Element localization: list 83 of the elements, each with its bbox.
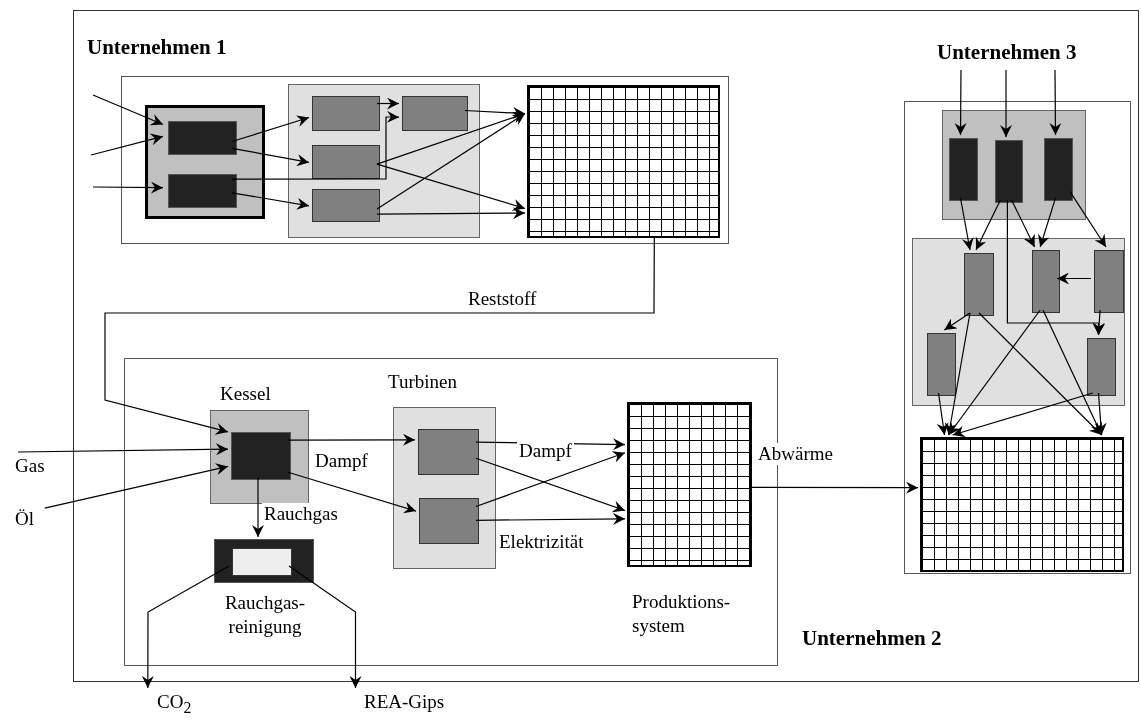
arrow bbox=[944, 312, 971, 436]
arrow bbox=[376, 97, 400, 110]
grid-box bbox=[920, 437, 1124, 572]
arrow bbox=[959, 197, 974, 251]
arrow bbox=[376, 111, 526, 165]
process-box bbox=[1032, 250, 1060, 313]
arrow bbox=[475, 457, 626, 513]
company-title: Unternehmen 2 bbox=[802, 626, 942, 650]
process-box bbox=[995, 140, 1023, 203]
arrow bbox=[90, 133, 164, 156]
container-box bbox=[145, 105, 265, 219]
arrow bbox=[943, 312, 971, 331]
edge-label: Rauchgas bbox=[262, 503, 340, 525]
process-box bbox=[168, 174, 237, 208]
arrow bbox=[1006, 199, 1105, 336]
edge-label: Dampf bbox=[313, 450, 370, 472]
flow-label: CO$_{2}$ bbox=[157, 690, 192, 718]
arrow bbox=[936, 392, 949, 436]
grid-box bbox=[527, 85, 720, 238]
arrow bbox=[1000, 69, 1012, 138]
arrow bbox=[1042, 309, 1103, 436]
company-title: Unternehmen 1 bbox=[87, 35, 227, 59]
arrow bbox=[104, 235, 655, 435]
container-box bbox=[942, 110, 1086, 220]
arrow bbox=[954, 69, 967, 136]
process-box bbox=[1094, 250, 1124, 313]
process-box bbox=[418, 429, 479, 475]
arrow bbox=[287, 433, 416, 446]
node-label: Rauchgas- reinigung bbox=[223, 591, 307, 639]
edge-label: Abwärme bbox=[756, 443, 835, 465]
arrow bbox=[948, 309, 1041, 436]
arrow bbox=[975, 199, 1001, 251]
process-box bbox=[419, 498, 479, 544]
arrow bbox=[231, 147, 310, 167]
process-box bbox=[231, 432, 291, 480]
process-box bbox=[168, 121, 237, 155]
arrow bbox=[287, 471, 417, 514]
arrow bbox=[952, 392, 1094, 438]
process-box bbox=[964, 253, 994, 316]
arrow bbox=[44, 463, 229, 509]
arrow bbox=[252, 476, 264, 538]
arrow bbox=[1056, 272, 1092, 285]
arrow bbox=[1094, 392, 1107, 436]
arrow bbox=[475, 451, 626, 508]
arrow bbox=[231, 110, 400, 180]
arrow bbox=[376, 113, 526, 210]
arrow bbox=[17, 443, 229, 456]
container-box bbox=[912, 238, 1125, 406]
process-box bbox=[312, 145, 380, 179]
flow-label: Öl bbox=[15, 507, 34, 531]
process-box bbox=[949, 138, 978, 201]
arrow bbox=[92, 181, 164, 194]
arrow bbox=[1069, 191, 1107, 248]
container-box bbox=[288, 84, 480, 238]
flow-label: Gas bbox=[15, 454, 45, 478]
company-title: Unternehmen 3 bbox=[937, 40, 1077, 64]
arrow bbox=[376, 207, 526, 220]
edge-label: Dampf bbox=[517, 440, 574, 462]
arrow bbox=[464, 107, 526, 119]
outer-frame bbox=[73, 10, 1139, 682]
process-box bbox=[312, 96, 380, 131]
arrow bbox=[978, 312, 1103, 436]
arrow bbox=[231, 115, 310, 143]
process-box bbox=[312, 189, 380, 222]
process-box bbox=[1044, 138, 1073, 201]
flow-label: REA-Gips bbox=[364, 690, 445, 714]
arrow bbox=[475, 512, 626, 525]
arrow bbox=[1049, 69, 1062, 136]
process-box bbox=[927, 333, 956, 396]
arrow bbox=[376, 163, 526, 211]
arrow bbox=[141, 565, 230, 689]
node-label: Produktions- system bbox=[632, 590, 732, 638]
arrow bbox=[1038, 197, 1057, 248]
process-box bbox=[402, 96, 468, 131]
process-box bbox=[1087, 338, 1116, 396]
arrow bbox=[288, 565, 362, 689]
node-label: Kessel bbox=[220, 382, 271, 406]
arrow bbox=[749, 481, 919, 494]
process-box bbox=[232, 548, 292, 576]
node-label: Turbinen bbox=[388, 370, 457, 394]
arrow bbox=[231, 192, 310, 210]
arrow bbox=[1011, 199, 1036, 248]
arrow bbox=[92, 94, 164, 126]
